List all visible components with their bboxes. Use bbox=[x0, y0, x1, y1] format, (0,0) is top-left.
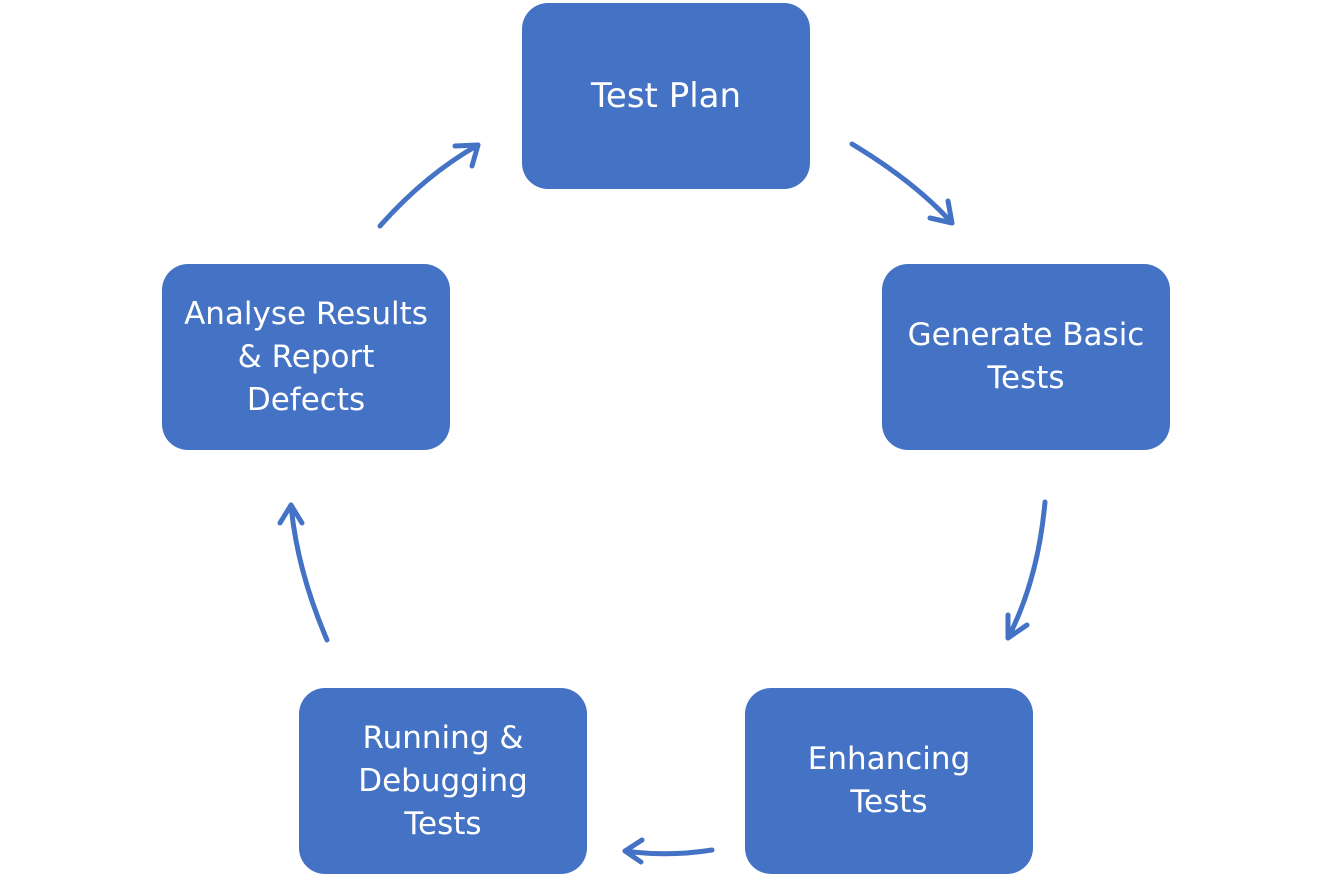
arrow-analyse-to-plan bbox=[377, 142, 481, 229]
node-analyse-results-label: Analyse Results & Report Defects bbox=[184, 295, 428, 418]
node-test-plan-label: Test Plan bbox=[590, 75, 742, 116]
node-enhancing-tests: Enhancing Tests bbox=[745, 688, 1033, 874]
arrow-plan-to-generate bbox=[849, 141, 955, 226]
arrow-running-to-analyse bbox=[277, 502, 330, 643]
arrow-generate-to-enhancing bbox=[1005, 499, 1048, 641]
node-analyse-results: Analyse Results & Report Defects bbox=[162, 264, 450, 450]
node-enhancing-tests-label: Enhancing Tests bbox=[807, 741, 971, 820]
node-test-plan: Test Plan bbox=[522, 3, 810, 189]
node-generate-basic-tests: Generate Basic Tests bbox=[882, 264, 1170, 450]
node-generate-basic-tests-label: Generate Basic Tests bbox=[907, 317, 1145, 396]
node-running-debugging-tests: Running & Debugging Tests bbox=[299, 688, 587, 874]
node-running-debugging-tests-label: Running & Debugging Tests bbox=[358, 719, 528, 842]
arrow-enhancing-to-running bbox=[622, 837, 715, 865]
